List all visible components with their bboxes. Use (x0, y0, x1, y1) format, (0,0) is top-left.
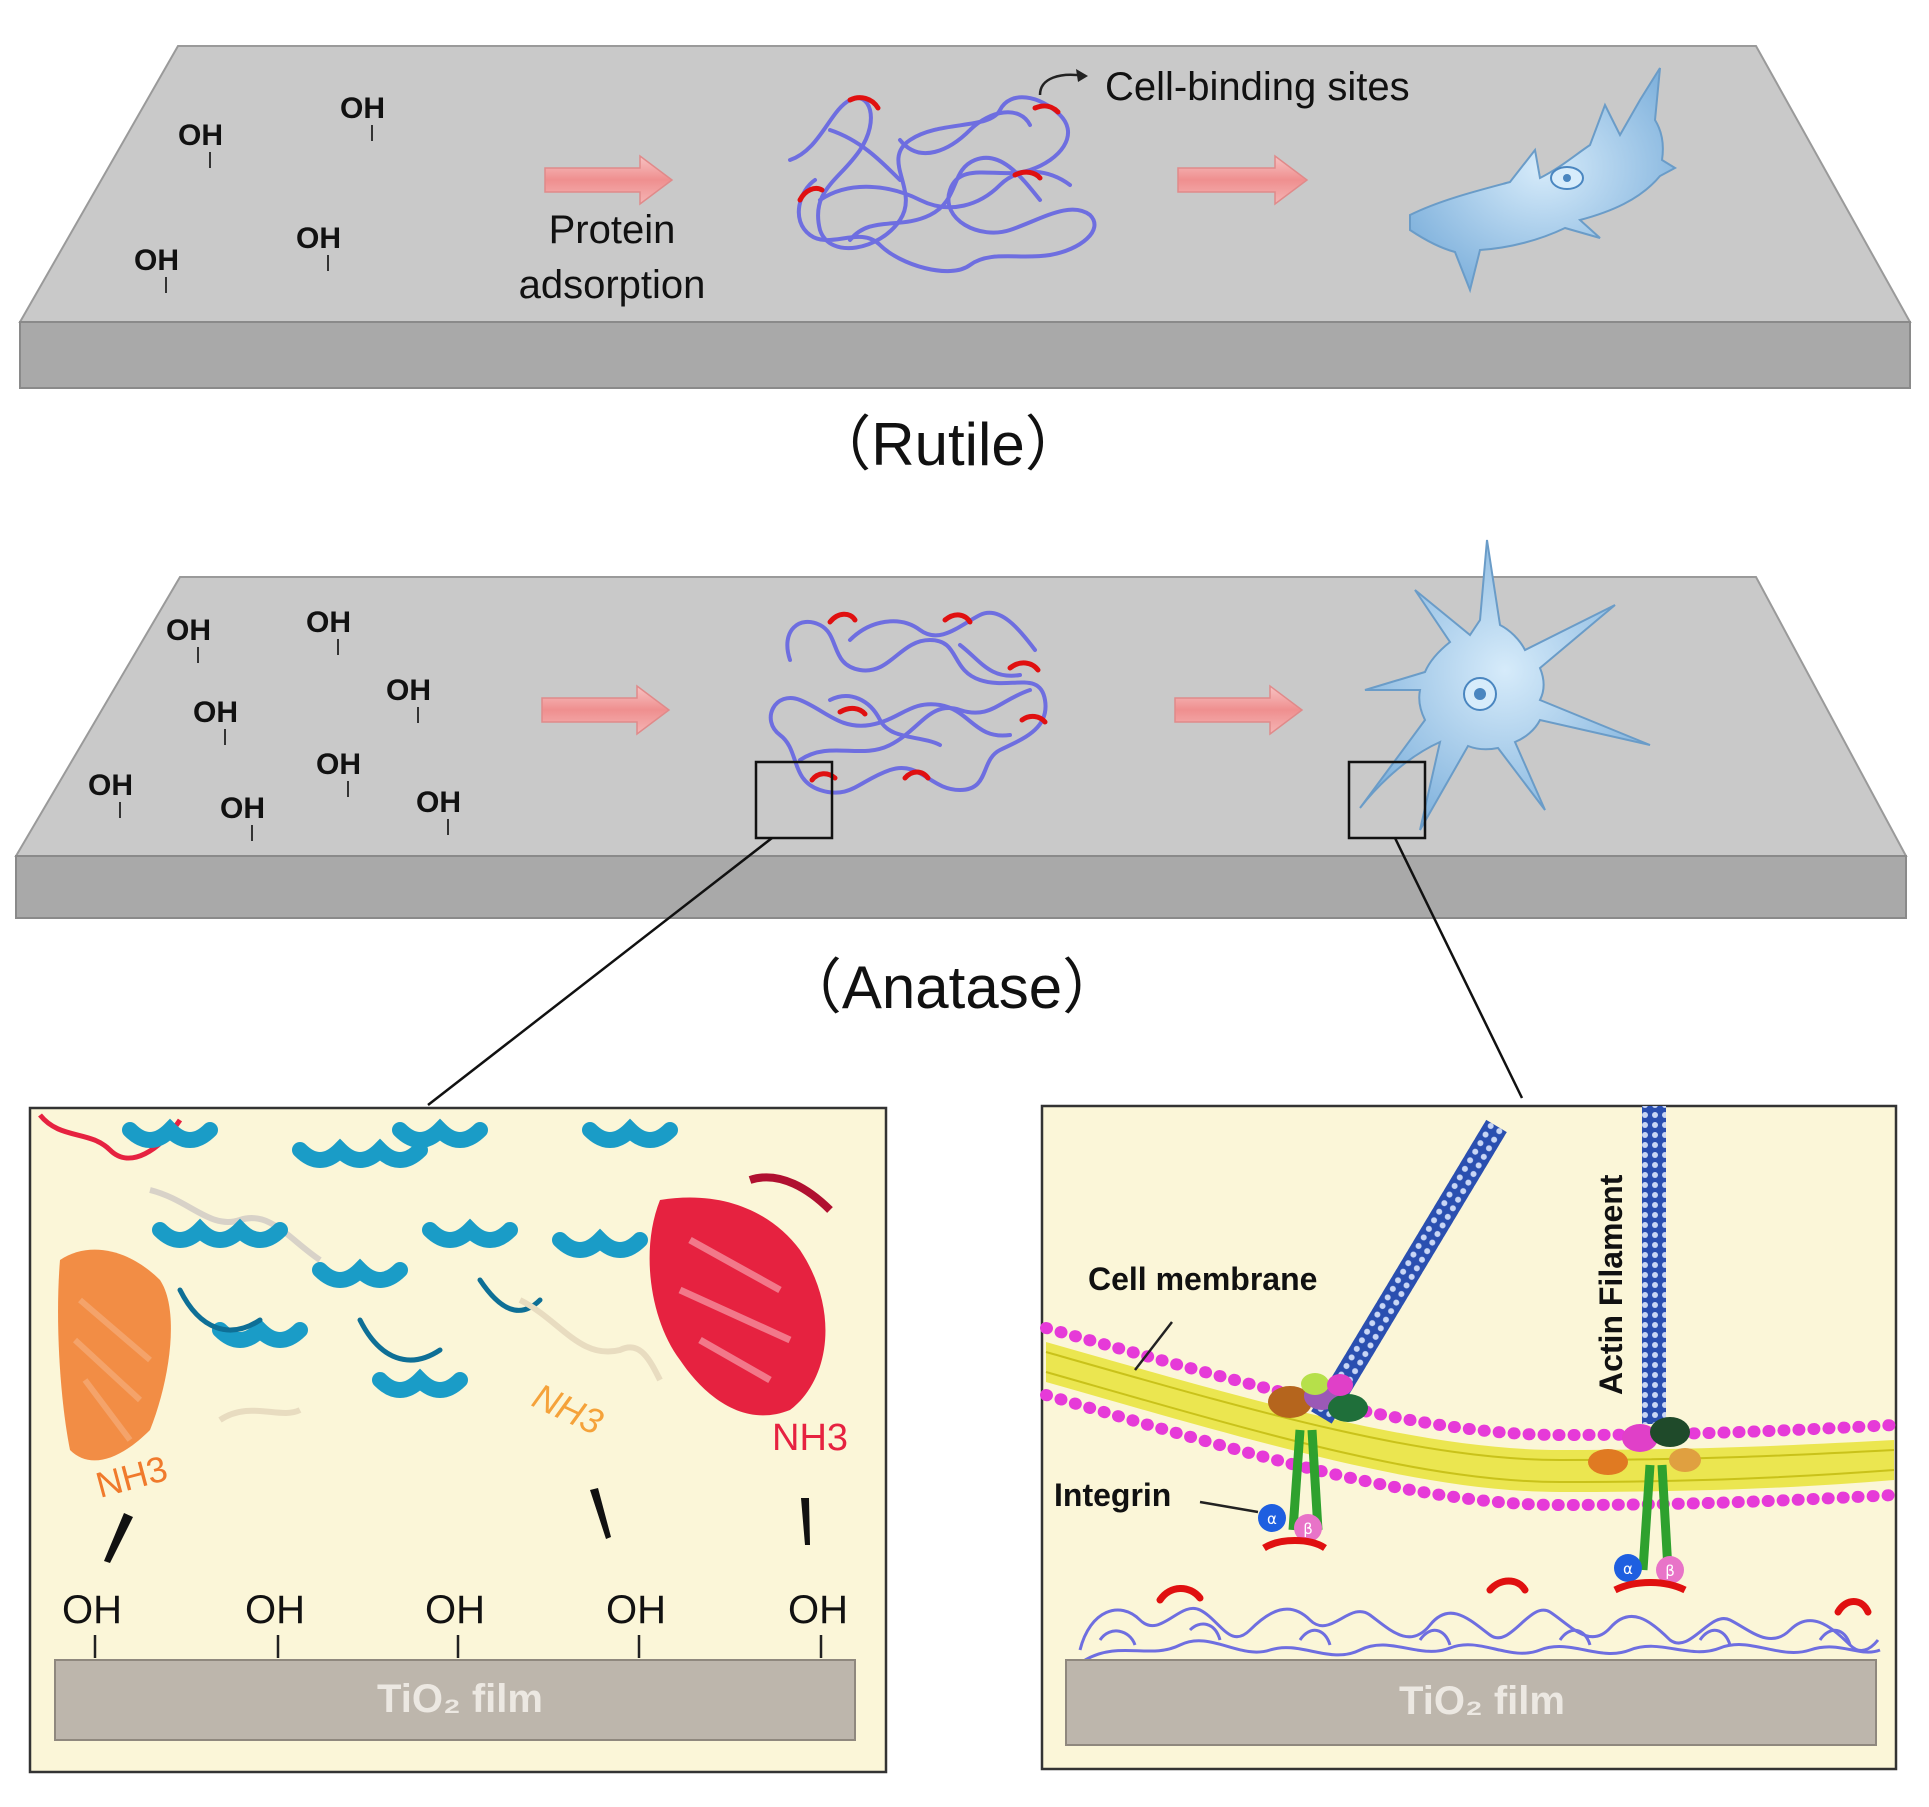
cell-membrane-label: Cell membrane (1088, 1261, 1317, 1297)
integrin-complex-2: α β (1588, 1417, 1701, 1594)
adsorbed-protein-layer (1078, 1606, 1881, 1662)
hbond-wedge (104, 1513, 133, 1563)
tio2-film-label-left: TiO₂ film (377, 1677, 543, 1721)
hbond-wedge (590, 1488, 611, 1539)
cell-membrane-pointer (1134, 1321, 1173, 1371)
actin-filament-label: Actin Filament (1593, 1174, 1629, 1395)
actin-filament-1 (1311, 1119, 1507, 1424)
integrin-pointer (1199, 1500, 1259, 1514)
oh-label: OH (386, 674, 431, 707)
binding-site-marks (1156, 1577, 1872, 1616)
oh-label: OH (178, 119, 223, 152)
actin-filament-2 (1642, 1106, 1666, 1424)
zoom-line-right (1393, 837, 1524, 1099)
elongated-cell-icon (1409, 67, 1678, 294)
oh-label: OH (166, 614, 211, 647)
oh-label: OH (606, 1588, 666, 1632)
protein-adsorption-label-line2: adsorption (519, 263, 706, 307)
oh-label: OH (88, 769, 133, 802)
zoom-box-protein (754, 760, 834, 840)
arrow-right-icon (544, 154, 674, 206)
anatase-caption: （Anatase） (782, 954, 1122, 1021)
cell-binding-sites-label: Cell-binding sites (1105, 65, 1410, 109)
oh-label: OH (416, 786, 461, 819)
membrane-upper-heads (1040, 1322, 1900, 1442)
arrow-right-icon (541, 684, 671, 736)
arrow-right-icon (1174, 684, 1304, 736)
anatase-panel: OH OH OH OH OH OH OH OH (14, 539, 1908, 1106)
anatase-slab-side (15, 855, 1907, 919)
rutile-slab-side (19, 321, 1911, 389)
oh-label: OH (425, 1588, 485, 1632)
membrane-tail-stripes (1045, 1351, 1895, 1484)
integrin-label: Integrin (1054, 1477, 1171, 1513)
tio2-film-right (1065, 1659, 1877, 1746)
tio2-film-label-right: TiO₂ film (1399, 1679, 1565, 1723)
beta-label: β (1303, 1520, 1313, 1538)
oh-label: OH (62, 1588, 122, 1632)
beta-label: β (1665, 1562, 1675, 1580)
alpha-label: α (1623, 1560, 1633, 1578)
oh-label: OH (340, 92, 385, 125)
oh-label: OH (316, 748, 361, 781)
rutile-oh-group: OH OH OH OH (134, 92, 385, 293)
rutile-panel: OH OH OH OH Protein adsorption (18, 45, 1912, 478)
arrow-right-icon (1177, 154, 1309, 206)
anatase-oh-group: OH OH OH OH OH OH OH OH (88, 606, 461, 841)
oh-label: OH (134, 244, 179, 277)
integrin-complex-1: α β (1258, 1373, 1368, 1552)
spread-cell-icon (1359, 539, 1651, 831)
hbond-wedge (801, 1498, 810, 1545)
oh-label: OH (306, 606, 351, 639)
right-inset-panel: Cell membrane Actin Filament Integrin α … (1040, 1104, 1900, 1771)
oh-label: OH (296, 222, 341, 255)
protein-ribbon-icon (38, 1113, 833, 1461)
protein-adsorption-label-line1: Protein (549, 208, 676, 252)
oh-label: OH (220, 792, 265, 825)
membrane-lower-heads (1040, 1389, 1900, 1512)
protein-coil-icon (768, 610, 1048, 795)
binding-site-marks (797, 95, 1061, 203)
oh-label: OH (245, 1588, 305, 1632)
rutile-caption: （Rutile） (811, 411, 1084, 478)
left-inset-panel: NH3 NH3 NH3 OH OH OH OH OH TiO₂ film (28, 1106, 888, 1774)
tio2-film-left (54, 1659, 856, 1741)
oh-label: OH (788, 1588, 848, 1632)
oh-label: OH (193, 696, 238, 729)
surface-oh-row: OH OH OH OH OH (62, 1588, 848, 1658)
nh3-label: NH3 (772, 1417, 848, 1459)
zoom-line-left (427, 837, 773, 1106)
alpha-label: α (1267, 1510, 1277, 1528)
zoom-box-cell (1347, 760, 1427, 840)
